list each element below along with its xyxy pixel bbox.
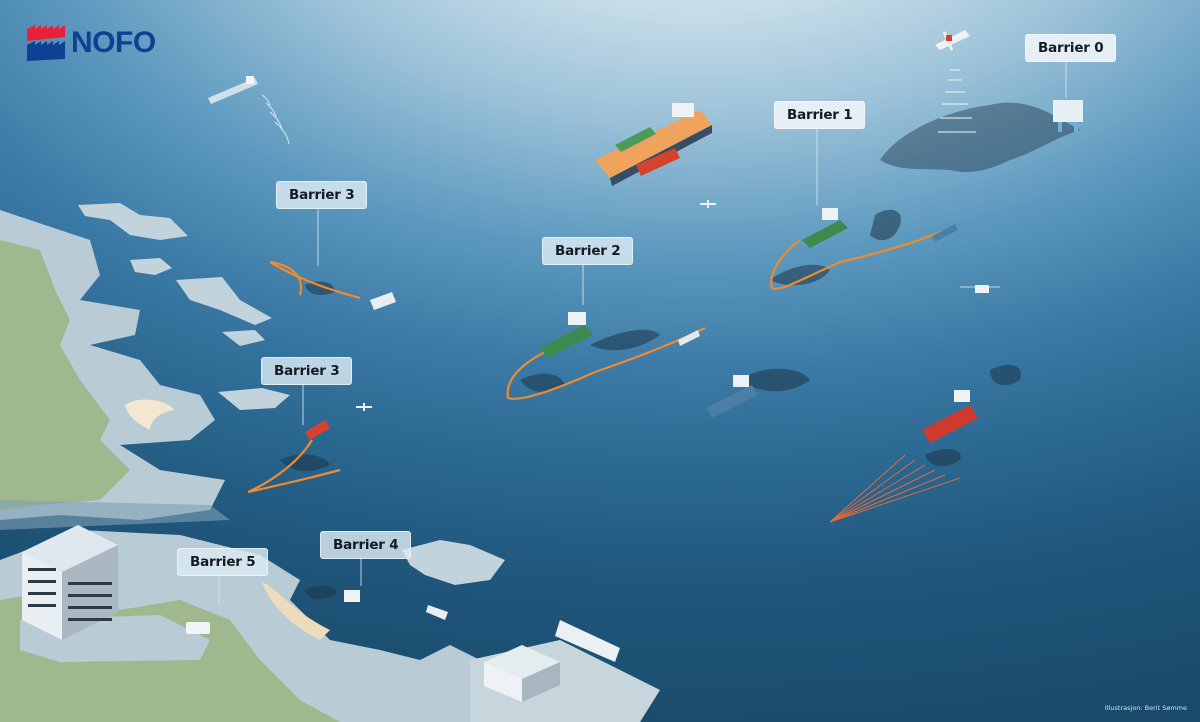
van bbox=[186, 622, 210, 634]
coastline-left bbox=[0, 210, 230, 530]
illustration-credit: Illustrasjon: Berit Sømme bbox=[1104, 704, 1187, 712]
nofo-wave-flag-icon bbox=[27, 25, 65, 61]
nofo-wordmark: NOFO bbox=[71, 26, 156, 59]
warehouse bbox=[484, 645, 560, 702]
vessels bbox=[305, 100, 1083, 662]
barrier-5-label: Barrier 5 bbox=[177, 548, 269, 576]
barrier-3-upper-label: Barrier 3 bbox=[276, 181, 368, 209]
oil-booms bbox=[247, 230, 941, 494]
trawl-net bbox=[829, 454, 961, 523]
barrier-4-label: Barrier 4 bbox=[320, 531, 412, 559]
aircraft bbox=[208, 30, 1000, 411]
office-building bbox=[22, 525, 118, 640]
barrier-0-label: Barrier 0 bbox=[1025, 34, 1117, 62]
barrier-1-label: Barrier 1 bbox=[774, 101, 866, 129]
label-leaders bbox=[218, 60, 1067, 604]
oil-slicks bbox=[280, 102, 1080, 600]
barrier-3-lower-label: Barrier 3 bbox=[261, 357, 353, 385]
islands bbox=[78, 203, 505, 585]
nofo-logo: NOFO bbox=[27, 25, 156, 61]
barrier-2-label: Barrier 2 bbox=[542, 237, 634, 265]
